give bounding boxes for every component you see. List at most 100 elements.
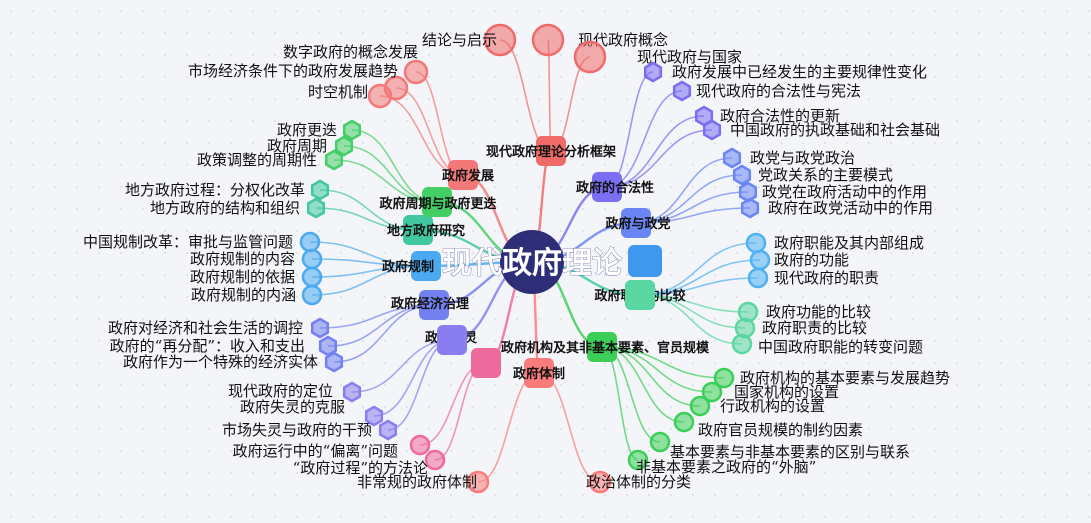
leaf-label[interactable]: 地方政府的结构和组织 [150, 199, 300, 217]
leaf-node-circle[interactable] [745, 232, 767, 254]
leaf-label[interactable]: 政府规制的内涵 [191, 286, 296, 304]
center-circle[interactable] [500, 230, 564, 294]
leaf-node-hexagon[interactable] [324, 351, 344, 373]
leaf-label[interactable]: 政府规制的内容 [190, 250, 295, 268]
leaf-node-hexagon[interactable] [306, 197, 326, 219]
leaf-node-circle[interactable] [713, 367, 735, 389]
leaf-node-hexagon[interactable] [334, 135, 354, 157]
leaf-node-hexagon[interactable] [364, 405, 384, 427]
branch-label[interactable]: 政府规制 [382, 259, 434, 275]
leaf-node-circle[interactable] [424, 449, 446, 471]
leaf-label[interactable]: 政府在政党活动中的作用 [768, 199, 933, 217]
leaf-node-hexagon[interactable] [722, 147, 742, 169]
leaf-node-circle[interactable] [701, 381, 723, 403]
leaf-label[interactable]: 中国规制改革：审批与监管问题 [83, 233, 293, 251]
leaf-node-circle[interactable] [573, 40, 607, 74]
branch-node[interactable] [524, 358, 554, 388]
leaf-label[interactable]: 政府功能的比较 [766, 303, 871, 321]
leaf-label[interactable]: 市场经济条件下的政府发展趋势 [188, 62, 398, 80]
leaf-label[interactable]: 基本要素与非基本要素的区别与联系 [670, 443, 910, 461]
branch-node[interactable] [625, 280, 655, 310]
branch-label[interactable]: 政府发展 [442, 168, 495, 184]
leaf-node-hexagon[interactable] [318, 335, 338, 357]
leaf-label[interactable]: 结论与启示 [422, 31, 497, 49]
leaf-label[interactable]: 政府作为一个特殊的经济实体 [123, 353, 318, 371]
leaf-node-hexagon[interactable] [740, 197, 760, 219]
leaf-node-circle[interactable] [673, 411, 695, 433]
branch-node[interactable] [536, 136, 566, 166]
leaf-label[interactable]: 市场失灵与政府的干预 [222, 421, 372, 439]
branch-label[interactable]: 政府机构及其非基本要素、官员规模 [501, 340, 710, 356]
leaf-label[interactable]: 中国政府职能的转变问题 [758, 338, 923, 356]
leaf-label[interactable]: 现代政府的职责 [774, 269, 879, 287]
leaf-label[interactable]: 政府合法性的更新 [720, 107, 840, 125]
leaf-label[interactable]: 非常规的政府体制 [357, 473, 477, 491]
leaf-node-circle[interactable] [749, 249, 771, 271]
leaf-label[interactable]: 现代政府与国家 [637, 48, 742, 66]
leaf-node-circle[interactable] [747, 267, 769, 289]
leaf-label[interactable]: 政党在政府活动中的作用 [762, 183, 927, 201]
leaf-label[interactable]: 政府更迭 [277, 121, 337, 139]
branch-label[interactable]: 政府经济治理 [391, 296, 469, 312]
branch-label[interactable]: 政府周期与政府更迭 [379, 196, 496, 212]
leaf-label[interactable]: 政府周期 [267, 137, 327, 155]
leaf-label[interactable]: 非基本要素之政府的“外脑” [636, 458, 816, 476]
leaf-node-circle[interactable] [367, 83, 393, 109]
leaf-label[interactable]: 政策调整的周期性 [197, 151, 317, 169]
branch-node[interactable] [411, 251, 441, 281]
leaf-node-circle[interactable] [466, 470, 490, 494]
branch-label[interactable]: 现代政府理论分析框架 [486, 144, 616, 160]
leaf-node-circle[interactable] [301, 266, 323, 288]
leaf-label[interactable]: 政府职能及其内部组成 [774, 234, 924, 252]
leaf-node-circle[interactable] [301, 284, 323, 306]
leaf-label[interactable]: 政治体制的分类 [586, 473, 691, 491]
branch-node[interactable] [621, 208, 651, 238]
branch-node[interactable] [448, 160, 478, 190]
leaf-label[interactable]: 政府机构的基本要素与发展趋势 [740, 369, 950, 387]
leaf-label[interactable]: 政府规制的依据 [190, 268, 295, 286]
leaf-label[interactable]: “政府过程”的方法论 [293, 459, 428, 477]
leaf-node-hexagon[interactable] [310, 317, 330, 339]
leaf-label[interactable]: 政府发展中已经发生的主要规律性变化 [672, 63, 927, 81]
leaf-node-circle[interactable] [531, 23, 565, 57]
leaf-label[interactable]: 地方政府过程：分权化改革 [125, 181, 305, 199]
leaf-label[interactable]: 政府对经济和社会生活的调控 [108, 319, 303, 337]
leaf-node-circle[interactable] [409, 434, 431, 456]
leaf-node-circle[interactable] [649, 431, 671, 453]
leaf-node-circle[interactable] [627, 449, 649, 471]
leaf-label[interactable]: 现代政府的定位 [228, 382, 333, 400]
leaf-label[interactable]: 政府官员规模的制约因素 [698, 421, 863, 439]
leaf-node-hexagon[interactable] [342, 119, 362, 141]
leaf-node-hexagon[interactable] [643, 61, 663, 83]
center-node[interactable]: 现代政府理论 [442, 230, 662, 294]
branch-node[interactable] [422, 187, 452, 217]
leaf-label[interactable]: 党政关系的主要模式 [758, 166, 893, 184]
leaf-label[interactable]: 数字政府的概念发展 [283, 43, 418, 61]
leaf-label[interactable]: 国家机构的设置 [734, 383, 839, 401]
leaf-label[interactable]: 政府运行中的“偏离”问题 [233, 442, 398, 460]
center-title[interactable]: 现代政府理论 [442, 246, 624, 282]
leaf-label[interactable]: 政府的“再分配”：收入和支出 [110, 337, 305, 355]
leaf-node-circle[interactable] [588, 470, 612, 494]
branch-node[interactable] [419, 290, 449, 320]
branch-label[interactable]: 政府与政党 [605, 216, 670, 232]
leaf-node-hexagon[interactable] [738, 181, 758, 203]
branch-node[interactable] [403, 215, 433, 245]
branch-label[interactable]: 政府体制 [513, 366, 565, 382]
leaf-label[interactable]: 时空机制 [308, 83, 368, 101]
leaf-label[interactable]: 政府失灵的克服 [240, 398, 345, 416]
leaf-node-circle[interactable] [483, 23, 517, 57]
leaf-node-hexagon[interactable] [378, 419, 398, 441]
leaf-label[interactable]: 政党与政党政治 [750, 149, 855, 167]
leaf-label[interactable]: 行政机构的设置 [720, 397, 825, 415]
branch-label[interactable]: 政府的合法性 [576, 180, 654, 196]
leaf-label[interactable]: 现代政府概念 [578, 31, 668, 49]
leaf-node-circle[interactable] [731, 333, 753, 355]
leaf-node-hexagon[interactable] [310, 179, 330, 201]
leaf-label[interactable]: 政府职责的比较 [762, 319, 867, 337]
leaf-node-hexagon[interactable] [732, 164, 752, 186]
leaf-node-circle[interactable] [689, 395, 711, 417]
leaf-node-circle[interactable] [301, 248, 323, 270]
leaf-node-hexagon[interactable] [324, 149, 344, 171]
leaf-node-hexagon[interactable] [702, 119, 722, 141]
